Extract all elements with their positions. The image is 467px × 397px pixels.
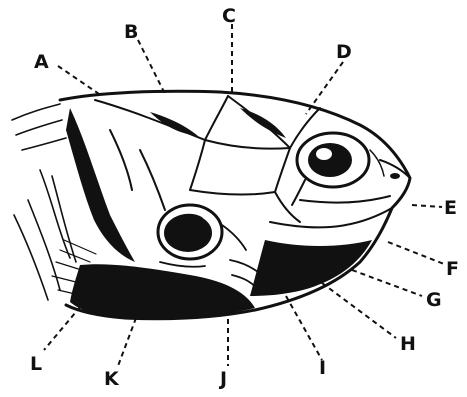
- label-c: C: [222, 5, 236, 27]
- label-d: D: [336, 41, 352, 63]
- label-f: F: [446, 258, 459, 280]
- label-j: J: [218, 368, 227, 390]
- label-k: K: [104, 368, 120, 390]
- label-b: B: [124, 21, 138, 43]
- tympanum: [158, 205, 222, 259]
- leader-g: [352, 270, 422, 296]
- turtle-head-drawing: [12, 91, 410, 318]
- head-scutes: [95, 96, 320, 222]
- leader-b: [138, 40, 166, 96]
- label-h: H: [400, 333, 416, 355]
- leader-d: [306, 62, 343, 114]
- leader-a: [58, 66, 102, 96]
- leader-h: [322, 283, 396, 338]
- label-e: E: [444, 197, 457, 219]
- label-i: I: [319, 357, 326, 379]
- orbit: [292, 133, 369, 205]
- label-l: L: [30, 353, 42, 375]
- leader-k: [118, 318, 136, 366]
- label-g: G: [426, 289, 442, 311]
- leader-l: [44, 300, 86, 350]
- leader-f: [388, 242, 444, 264]
- label-a: A: [34, 51, 49, 73]
- neck-skin-folds: [12, 104, 76, 300]
- leader-i: [286, 296, 322, 360]
- leader-e: [412, 205, 442, 207]
